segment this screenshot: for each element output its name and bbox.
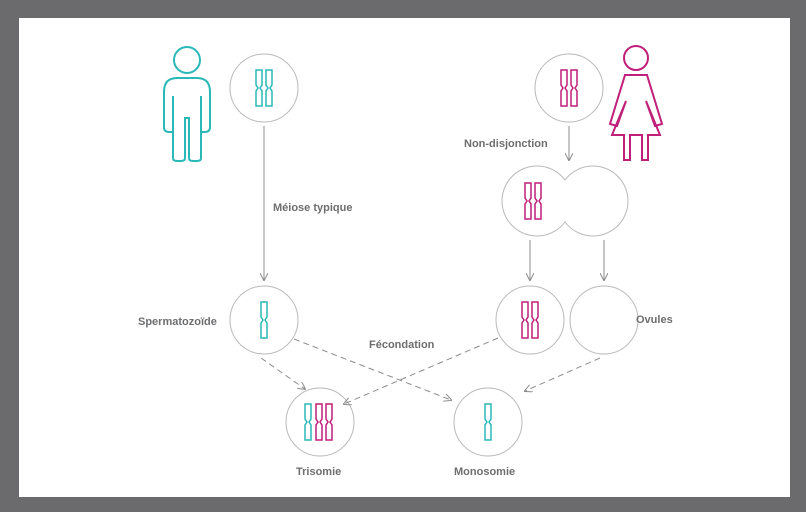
nondisjunction-label: Non-disjonction <box>464 138 548 150</box>
fertilization-arrows <box>260 337 601 404</box>
fertilization-label: Fécondation <box>369 339 435 351</box>
monosomy-chromosome <box>484 403 492 441</box>
dividing-cell-chromosomes <box>524 182 542 220</box>
dividing-cell <box>501 165 629 237</box>
meiosis-arrows <box>264 126 604 280</box>
sperm-label: Spermatozoïde <box>138 316 217 328</box>
egg-chromosomes <box>521 301 539 339</box>
sperm-chromosome <box>260 301 268 339</box>
trisomy-chromosomes <box>304 403 333 441</box>
egg-cell-empty <box>569 285 639 355</box>
male-figure-icon <box>163 46 211 162</box>
cells <box>229 53 639 457</box>
male-parent-cell <box>229 53 299 123</box>
female-parent-chromosomes <box>560 69 578 107</box>
monosomy-zygote-cell <box>453 387 523 457</box>
monosomy-label: Monosomie <box>454 466 516 478</box>
egg-cell-disomic <box>495 285 565 355</box>
sperm-cell <box>229 285 299 355</box>
trisomy-label: Trisomie <box>296 466 342 478</box>
typical-meiosis-label: Méiose typique <box>273 202 353 214</box>
female-parent-cell <box>534 53 604 123</box>
eggs-label: Ovules <box>636 314 673 326</box>
diagram-canvas <box>19 18 790 497</box>
female-figure-icon <box>608 45 664 161</box>
male-parent-chromosomes <box>255 69 273 107</box>
